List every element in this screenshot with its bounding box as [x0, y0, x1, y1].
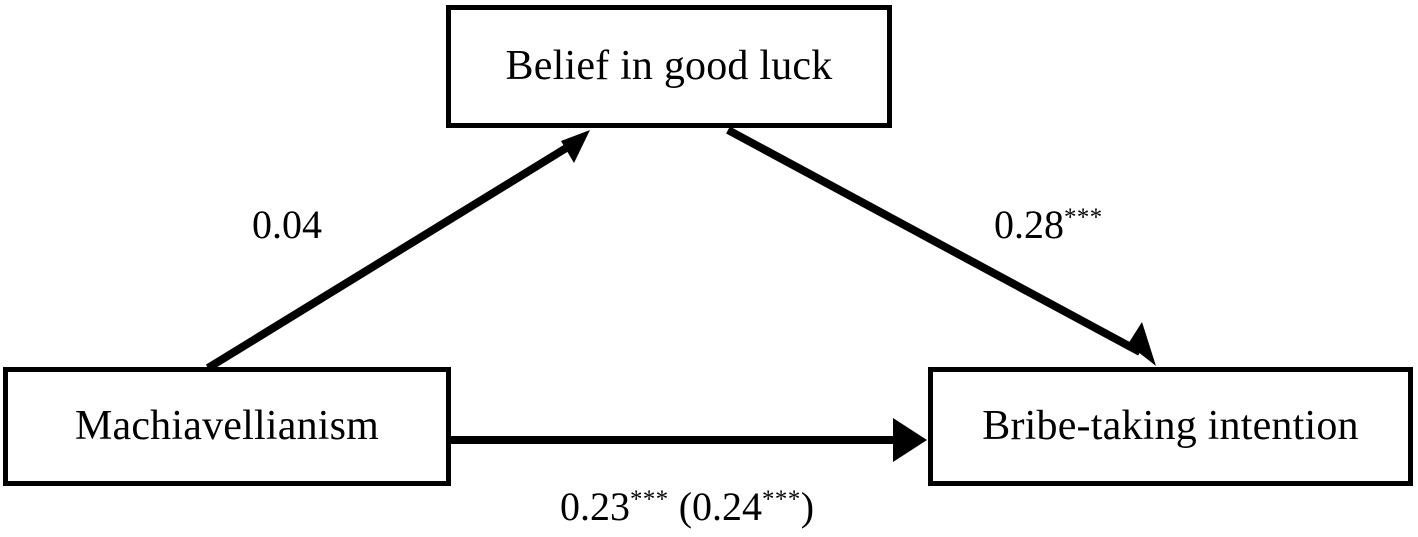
- c-path-direct-value: 0.23: [560, 484, 630, 529]
- node-belief-in-good-luck: Belief in good luck: [446, 5, 892, 128]
- node-mediator-label: Belief in good luck: [505, 43, 833, 90]
- c-path-direct-stars: ***: [630, 486, 669, 514]
- a-path-arrow: [205, 130, 590, 372]
- c-path-arrow: [451, 418, 927, 462]
- a-path-coefficient-value: 0.04: [252, 202, 322, 247]
- node-bribe-taking-intention: Bribe-taking intention: [928, 367, 1413, 486]
- c-path-open-paren: (: [668, 484, 693, 529]
- node-machiavellianism: Machiavellianism: [3, 367, 451, 486]
- node-outcome-label: Bribe-taking intention: [982, 403, 1359, 450]
- c-path-total-stars: ***: [762, 486, 801, 514]
- b-path-coefficient-label: 0.28***: [994, 205, 1103, 245]
- b-path-significance-stars: ***: [1064, 204, 1103, 232]
- c-path-close-paren: ): [800, 484, 815, 529]
- c-path-total-value: 0.24: [692, 484, 763, 529]
- b-path-coefficient-value: 0.28: [994, 202, 1064, 247]
- node-predictor-label: Machiavellianism: [74, 403, 380, 450]
- b-path-arrow: [726, 126, 1156, 366]
- a-path-coefficient-label: 0.04: [252, 205, 322, 245]
- c-path-coefficient-label: 0.23*** (0.24***): [560, 487, 814, 527]
